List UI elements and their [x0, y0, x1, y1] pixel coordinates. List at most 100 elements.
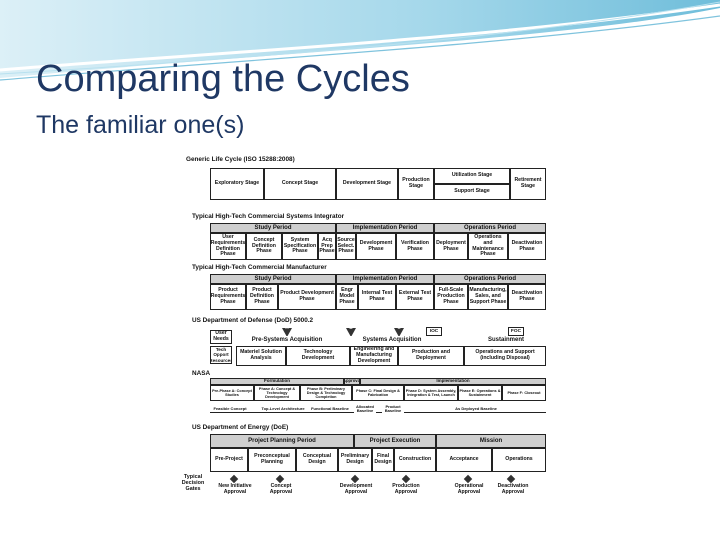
milestone-b-label: B [349, 325, 353, 330]
manufacturer-period: Study Period [210, 274, 336, 284]
iso-stage: Development Stage [336, 168, 398, 200]
nasa-phase: Phase D: System Assembly, Integration & … [404, 385, 458, 401]
doe-period: Mission [436, 434, 546, 448]
decision-gate-label: Production Approval [392, 483, 420, 495]
milestone-ioc: IOC [426, 327, 442, 336]
iso-stage: Concept Stage [264, 168, 336, 200]
milestone-a-label: A [285, 325, 289, 330]
doe-phase: Construction [394, 448, 436, 472]
iso-stage: Production Stage [398, 168, 434, 200]
integrator-phase: System Specification Phase [282, 233, 318, 260]
manufacturer-period: Operations Period [434, 274, 546, 284]
nasa-baseline: Product Baseline [382, 404, 404, 414]
manufacturer-period: Implementation Period [336, 274, 434, 284]
decision-gate-label: Development Approval [339, 483, 373, 495]
nasa-phase: Phase C: Final Design & Fabrication [352, 385, 404, 401]
decision-gate-label: Operational Approval [454, 483, 484, 495]
iso-stage: Support Stage [434, 184, 510, 200]
manufacturer-heading: Typical High-Tech Commercial Manufacture… [192, 264, 327, 271]
decision-gate-diamond-icon [463, 474, 473, 484]
manufacturer-phase: Manufacturing, Sales, and Support Phase [468, 284, 508, 310]
header-swoosh-decoration [0, 0, 720, 81]
slide-subtitle: The familiar one(s) [36, 111, 245, 139]
iso-stage: Exploratory Stage [210, 168, 264, 200]
integrator-phase: Verification Phase [396, 233, 434, 260]
decision-gate-diamond-icon [506, 474, 516, 484]
manufacturer-phase: Product Requirements Phase [210, 284, 246, 310]
manufacturer-phase: Full-Scale Production Phase [434, 284, 468, 310]
iso-stage: Retirement Stage [510, 168, 546, 200]
integrator-phase: Deployment Phase [434, 233, 468, 260]
nasa-heading: NASA [192, 370, 211, 377]
dod-sustainment: Sustainment [470, 336, 542, 345]
manufacturer-phase: Internal Test Phase [358, 284, 396, 310]
milestone-a-icon [282, 328, 292, 337]
nasa-phase: Phase E: Operations & Sustainment [458, 385, 502, 401]
manufacturer-phase: Product Definition Phase [246, 284, 278, 310]
doe-phase: Pre-Project [210, 448, 248, 472]
decision-gate-label: Deactivation Approval [497, 483, 529, 495]
doe-phase: Conceptual Design [296, 448, 338, 472]
doe-phase: Acceptance [436, 448, 492, 472]
doe-phase: Operations [492, 448, 546, 472]
dod-phase: Technology Development [286, 346, 350, 366]
dod-tech-opportunities: Tech Opport Resources [210, 346, 232, 364]
decision-gate-label: Concept Approval [269, 483, 293, 495]
integrator-phase: Deactivation Phase [508, 233, 546, 260]
decision-gate-diamond-icon [275, 474, 285, 484]
doe-phase: Final Design [372, 448, 394, 472]
doe-period: Project Planning Period [210, 434, 354, 448]
dod-systems-acquisition: Systems Acquisition [340, 336, 444, 345]
iso-heading: Generic Life Cycle (ISO 15288:2008) [186, 156, 295, 163]
iso-stage: Utilization Stage [434, 168, 510, 184]
nasa-baseline-arrow [210, 412, 546, 413]
doe-heading: US Department of Energy (DoE) [192, 424, 289, 431]
dod-heading: US Department of Defense (DoD) 5000.2 [192, 317, 314, 324]
nasa-band-approval: Approval [344, 378, 360, 385]
integrator-period: Study Period [210, 223, 336, 233]
milestone-c-icon [394, 328, 404, 337]
integrator-period: Implementation Period [336, 223, 434, 233]
nasa-phase: Phase F: Closeout [502, 385, 546, 401]
decision-gates-label: Typical Decision Gates [181, 474, 205, 492]
decision-gate-diamond-icon [229, 474, 239, 484]
integrator-period: Operations Period [434, 223, 546, 233]
nasa-band-formulation: Formulation [210, 378, 344, 385]
manufacturer-phase: Deactivation Phase [508, 284, 546, 310]
dod-pre-systems-acquisition: Pre-Systems Acquisition [236, 336, 338, 345]
integrator-phase: Acq Prep Phase [318, 233, 336, 260]
dod-phase: Engineering and Manufacturing Developmen… [350, 346, 398, 366]
decision-gate-label: New Initiative Approval [218, 483, 252, 495]
dod-phase: Operations and Support (including Dispos… [464, 346, 546, 366]
milestone-foc: FOC [508, 327, 524, 336]
milestone-b-icon [346, 328, 356, 337]
integrator-phase: Operations and Maintenance Phase [468, 233, 508, 260]
milestone-c-label: C [397, 325, 401, 330]
doe-phase: Preconceptual Planning [248, 448, 296, 472]
manufacturer-phase: Product Development Phase [278, 284, 336, 310]
integrator-phase: User Requirements Definition Phase [210, 233, 246, 260]
nasa-baseline: As Deployed Baseline [450, 406, 502, 412]
manufacturer-phase: External Test Phase [396, 284, 434, 310]
doe-period: Project Execution [354, 434, 436, 448]
nasa-phase: Pre-Phase A: Concept Studies [210, 385, 254, 401]
doe-phase: Preliminary Design [338, 448, 372, 472]
nasa-baseline: Allocated Baseline [354, 404, 376, 414]
nasa-baseline: Feasible Concept [210, 406, 250, 412]
dod-phase: Materiel Solution Analysis [236, 346, 286, 366]
dod-phase: Production and Deployment [398, 346, 464, 366]
dod-user-needs: User Needs [210, 330, 232, 344]
nasa-baseline: Top-Level Architecture [258, 406, 308, 412]
integrator-heading: Typical High-Tech Commercial Systems Int… [192, 213, 345, 220]
manufacturer-phase: Engr Model Phase [336, 284, 358, 310]
integrator-phase: Development Phase [356, 233, 396, 260]
decision-gate-diamond-icon [401, 474, 411, 484]
integrator-phase: Source Select. Phase [336, 233, 356, 260]
decision-gate-diamond-icon [350, 474, 360, 484]
nasa-baseline: Functional Baseline [308, 406, 352, 412]
life-cycle-comparison-figure: Generic Life Cycle (ISO 15288:2008) Expl… [180, 150, 552, 500]
slide-title: Comparing the Cycles [36, 58, 410, 100]
nasa-phase: Phase B: Preliminary Design & Technology… [300, 385, 352, 401]
nasa-band-implementation: Implementation [360, 378, 546, 385]
integrator-phase: Concept Definition Phase [246, 233, 282, 260]
